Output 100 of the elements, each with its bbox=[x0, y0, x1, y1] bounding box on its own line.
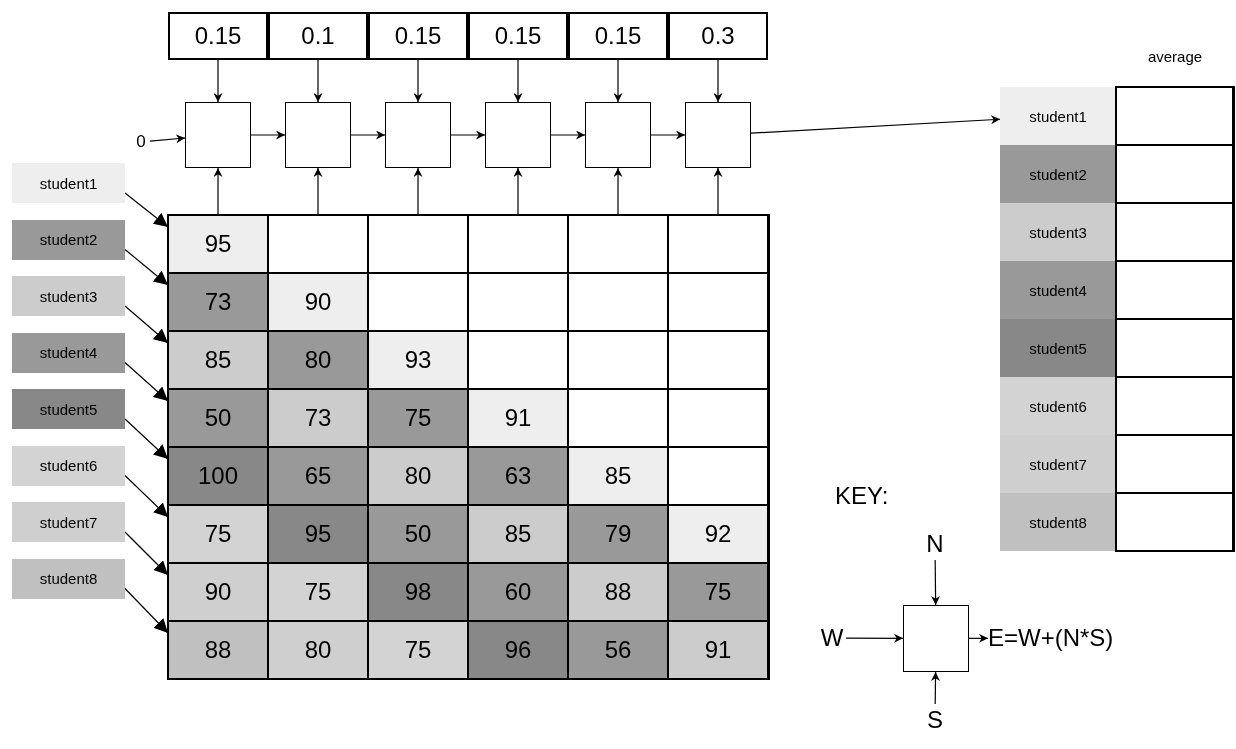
student-label: student3 bbox=[12, 276, 125, 316]
student-label: student4 bbox=[12, 332, 125, 373]
arrow bbox=[213, 59, 223, 103]
student-label: student2 bbox=[12, 219, 125, 260]
arrow bbox=[313, 59, 323, 103]
average-cell bbox=[1116, 377, 1233, 435]
score-cell: 85 bbox=[468, 505, 568, 563]
student-label: student7 bbox=[12, 502, 125, 542]
arrow bbox=[750, 115, 1001, 134]
arrow bbox=[413, 167, 423, 216]
arrow bbox=[124, 474, 169, 518]
score-cell: 85 bbox=[568, 447, 668, 505]
score-cell: 63 bbox=[468, 447, 568, 505]
arrow bbox=[513, 167, 523, 216]
student-label: student7 bbox=[1000, 435, 1116, 493]
arrow bbox=[149, 134, 186, 144]
score-cell: 88 bbox=[168, 621, 268, 679]
arrow bbox=[931, 671, 940, 705]
student-label: student8 bbox=[1000, 493, 1116, 551]
score-cell: 100 bbox=[168, 447, 268, 505]
score-cell: 50 bbox=[168, 389, 268, 447]
score-cell: 73 bbox=[268, 389, 368, 447]
key-label: N bbox=[924, 528, 946, 560]
arrow bbox=[124, 418, 169, 460]
arrow bbox=[313, 167, 323, 216]
student-label: student6 bbox=[12, 445, 125, 486]
average-cell bbox=[1116, 319, 1233, 377]
score-cell: 75 bbox=[168, 505, 268, 563]
arrow bbox=[845, 633, 904, 643]
key-label: S bbox=[924, 704, 946, 736]
score-cell: 91 bbox=[468, 389, 568, 447]
arrow bbox=[213, 167, 223, 216]
average-cell bbox=[1116, 145, 1233, 203]
score-cell: 73 bbox=[168, 273, 268, 331]
key-label: W bbox=[818, 622, 846, 654]
average-cell bbox=[1116, 203, 1233, 261]
arrow bbox=[931, 559, 941, 606]
score-cell: 80 bbox=[268, 331, 368, 389]
score-cell: 98 bbox=[368, 563, 468, 621]
score-cell: 75 bbox=[268, 563, 368, 621]
score-cell: 88 bbox=[568, 563, 668, 621]
average-cell bbox=[1116, 87, 1233, 145]
weight-box: 0.15 bbox=[168, 12, 268, 60]
arrow bbox=[124, 531, 169, 576]
score-cell: 90 bbox=[268, 273, 368, 331]
processing-box bbox=[385, 102, 451, 168]
processing-box bbox=[903, 605, 969, 672]
score-cell: 91 bbox=[668, 621, 768, 679]
weight-box: 0.1 bbox=[268, 12, 368, 60]
column-header: average bbox=[1146, 48, 1204, 65]
score-cell: 79 bbox=[568, 505, 668, 563]
student-label: student6 bbox=[1000, 377, 1116, 435]
student-label: student5 bbox=[12, 389, 125, 429]
processing-box bbox=[485, 102, 551, 168]
score-cell: 65 bbox=[268, 447, 368, 505]
average-cell bbox=[1116, 493, 1233, 551]
arrow bbox=[513, 59, 523, 103]
score-cell: 95 bbox=[168, 215, 268, 273]
student-label: student1 bbox=[1000, 87, 1116, 145]
processing-box bbox=[585, 102, 651, 168]
score-cell: 75 bbox=[368, 621, 468, 679]
arrow bbox=[124, 248, 169, 286]
arrow bbox=[350, 130, 386, 140]
processing-box bbox=[285, 102, 351, 168]
student-label: student4 bbox=[1000, 261, 1116, 319]
arrow bbox=[124, 587, 169, 634]
score-cell: 75 bbox=[368, 389, 468, 447]
average-cell bbox=[1116, 435, 1233, 493]
average-cell bbox=[1116, 261, 1233, 319]
arrow bbox=[713, 59, 723, 103]
key-label: E=W+(N*S) bbox=[988, 622, 1188, 654]
key-heading: KEY: bbox=[835, 482, 889, 510]
arrow bbox=[124, 192, 169, 228]
student-label: student1 bbox=[12, 163, 125, 203]
arrow bbox=[968, 633, 989, 643]
score-cell: 90 bbox=[168, 563, 268, 621]
score-cell: 60 bbox=[468, 563, 568, 621]
processing-box bbox=[185, 102, 251, 168]
arrow bbox=[124, 305, 169, 344]
score-cell: 96 bbox=[468, 621, 568, 679]
input-value: 0 bbox=[132, 128, 150, 156]
student-label: student8 bbox=[12, 558, 125, 599]
arrow bbox=[713, 167, 723, 216]
weight-box: 0.3 bbox=[668, 12, 768, 60]
processing-box bbox=[685, 102, 751, 168]
weight-box: 0.15 bbox=[568, 12, 668, 60]
arrow bbox=[650, 130, 686, 140]
arrow bbox=[550, 130, 586, 140]
arrow bbox=[413, 59, 423, 103]
weight-box: 0.15 bbox=[468, 12, 568, 60]
score-cell: 75 bbox=[668, 563, 768, 621]
score-cell: 92 bbox=[668, 505, 768, 563]
arrow bbox=[613, 59, 623, 103]
student-label: student3 bbox=[1000, 203, 1116, 261]
weight-box: 0.15 bbox=[368, 12, 468, 60]
score-cell: 95 bbox=[268, 505, 368, 563]
score-cell: 80 bbox=[268, 621, 368, 679]
score-cell: 85 bbox=[168, 331, 268, 389]
score-cell: 93 bbox=[368, 331, 468, 389]
student-label: student5 bbox=[1000, 319, 1116, 377]
